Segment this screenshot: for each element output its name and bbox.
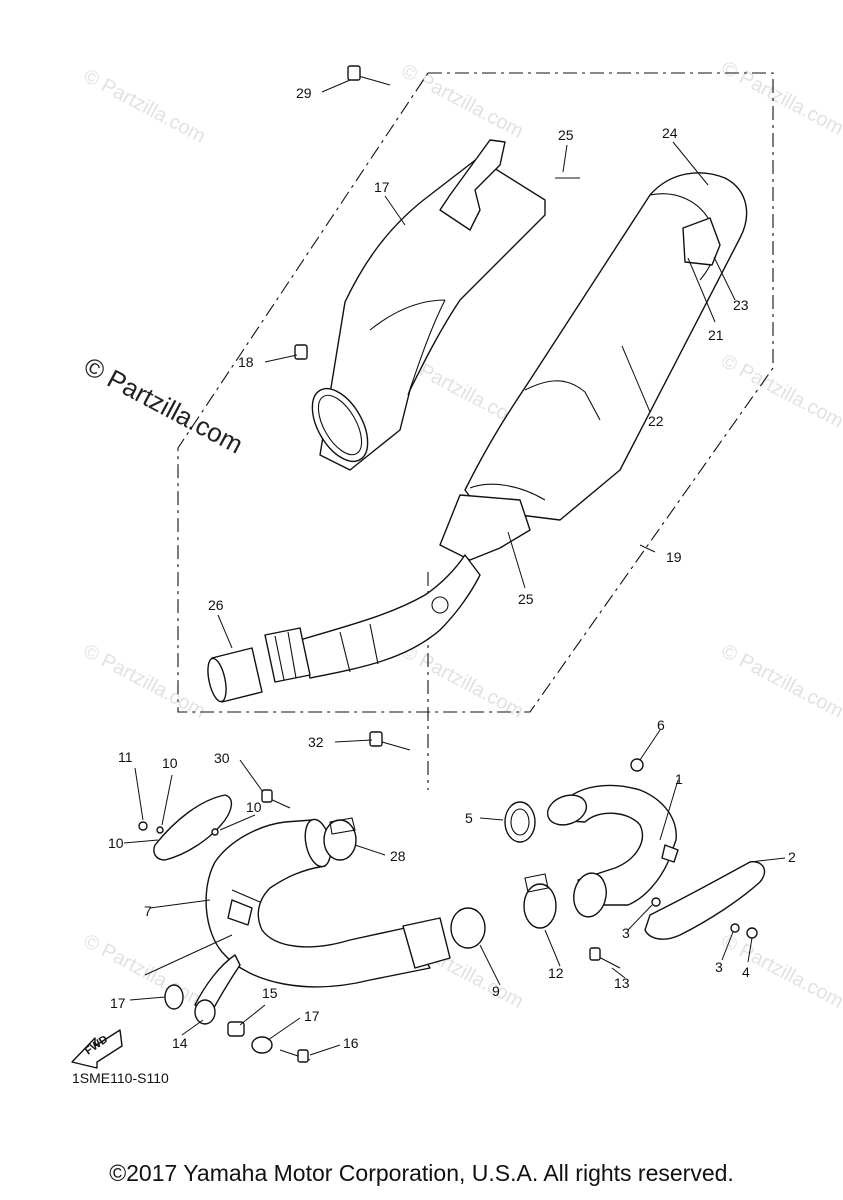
callout-10b: 10	[246, 799, 262, 815]
exhaust-header-1	[546, 784, 679, 918]
callout-1: 1	[675, 771, 683, 787]
callout-12: 12	[548, 965, 564, 981]
callout-25: 23	[733, 297, 749, 313]
callout-2: 2	[788, 849, 796, 865]
diagram-code: 1SME110-S110	[72, 1070, 169, 1086]
gaskets-and-clamps	[164, 801, 557, 1054]
callout-28: 26	[208, 597, 224, 613]
callout-6: 6	[657, 717, 665, 733]
callout-4: 4	[742, 964, 750, 980]
callout-5: 5	[465, 810, 473, 826]
callout-20: 18	[238, 354, 254, 370]
callout-26: 24	[662, 125, 678, 141]
callout-14: 14	[172, 1035, 188, 1051]
watermark-dark: © Partzilla.com	[79, 351, 248, 460]
watermark: © Partzilla.com	[80, 65, 209, 148]
copyright-notice: ©2017 Yamaha Motor Corporation, U.S.A. A…	[109, 1160, 734, 1186]
watermark: © Partzilla.com	[718, 57, 843, 140]
callout-30: 30	[214, 750, 230, 766]
callout-18: 17	[110, 995, 126, 1011]
callout-10: 10	[162, 755, 178, 771]
watermark: © Partzilla.com	[398, 640, 527, 723]
exhaust-header-7	[205, 818, 451, 988]
callout-8: 9	[492, 983, 500, 999]
assembly-boundary	[177, 72, 774, 713]
fwd-arrow: FWD	[71, 1029, 123, 1069]
watermark: © Partzilla.com	[718, 640, 843, 723]
watermark: © Partzilla.com	[80, 930, 209, 1013]
protector-2	[644, 861, 766, 940]
callout-9: 10	[108, 835, 124, 851]
callout-27: 25	[518, 591, 534, 607]
callout-19: 19	[666, 549, 682, 565]
callout-3: 3	[622, 925, 630, 941]
heat-protector-22	[311, 139, 546, 471]
callout-22: 17	[374, 179, 390, 195]
callouts: 29 25 17 18 24 23 21 22 25 19 26 32 30 2…	[108, 85, 796, 1051]
muffler-body-24	[439, 172, 748, 561]
watermark: © Partzilla.com	[398, 60, 527, 143]
callout-11: 11	[118, 749, 133, 765]
callout-21: 25	[558, 127, 574, 143]
callout-31: 29	[296, 85, 312, 101]
leader-lines	[123, 79, 786, 1056]
callout-15: 15	[262, 985, 278, 1001]
callout-32: 32	[308, 734, 324, 750]
callout-17: 17	[304, 1008, 320, 1024]
watermark: © Partzilla.com	[718, 930, 843, 1013]
callout-16: 16	[343, 1035, 359, 1051]
protector-9	[153, 794, 233, 861]
watermark: © Partzilla.com	[80, 640, 209, 723]
callout-29: 28	[390, 848, 406, 864]
callout-13: 13	[614, 975, 630, 991]
inner-pipe	[207, 554, 481, 703]
callout-24: 22	[648, 413, 664, 429]
fasteners	[138, 65, 758, 1063]
callout-3b: 3	[715, 959, 723, 975]
callout-23: 21	[708, 327, 724, 343]
callout-7: 7	[144, 903, 152, 919]
